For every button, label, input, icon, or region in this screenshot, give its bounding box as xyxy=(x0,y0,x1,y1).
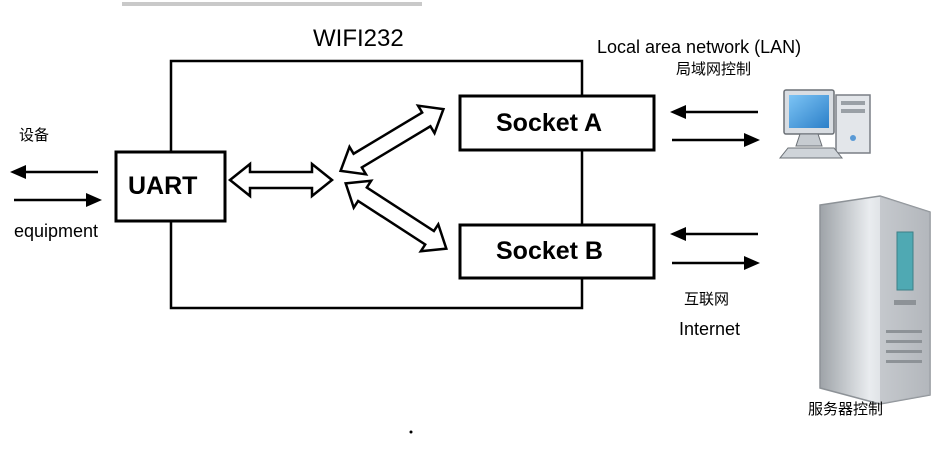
equipment-cn-label: 设备 xyxy=(19,127,50,144)
hub-socket-b-double-arrow xyxy=(344,179,448,253)
socket-a-label: Socket A xyxy=(496,109,603,137)
equipment-arrows xyxy=(10,165,102,207)
module-title: WIFI232 xyxy=(313,25,404,52)
top-artifact xyxy=(122,2,422,6)
server-cn-label: 服务器控制 xyxy=(808,401,884,418)
uart-label: UART xyxy=(128,172,198,200)
lan-cn-label: 局域网控制 xyxy=(676,61,752,78)
uart-box xyxy=(114,150,227,223)
uart-hub-double-arrow xyxy=(227,161,335,199)
internet-en-label: Internet xyxy=(679,319,741,339)
desktop-computer-icon xyxy=(778,89,871,159)
socket-b-box xyxy=(458,223,656,280)
lan-arrows xyxy=(670,105,760,147)
internet-arrows xyxy=(670,227,760,270)
socket-a-box xyxy=(458,94,656,152)
hub-socket-a-double-arrow xyxy=(338,104,446,176)
server-tower-icon xyxy=(819,195,931,405)
lan-en-label: Local area network (LAN) xyxy=(597,37,802,57)
internet-cn-label: 互联网 xyxy=(684,291,730,308)
equipment-en-label: equipment xyxy=(14,221,99,241)
stray-dot xyxy=(409,430,413,434)
socket-b-label: Socket B xyxy=(496,237,603,265)
